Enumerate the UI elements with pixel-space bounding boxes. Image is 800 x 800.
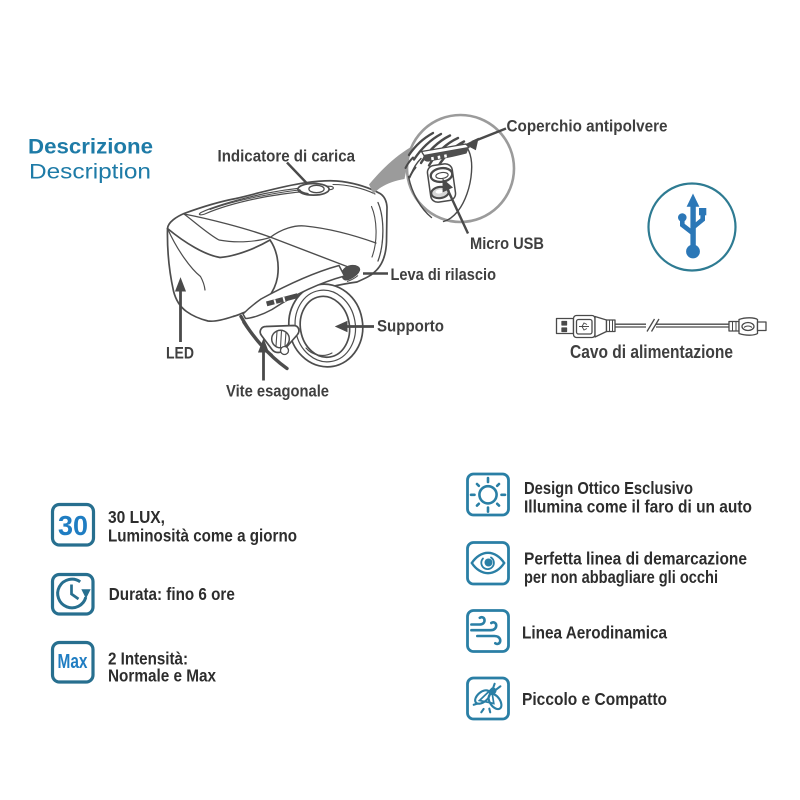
svg-text:Normale e Max: Normale e Max — [108, 666, 216, 686]
svg-text:Max: Max — [58, 651, 88, 673]
svg-text:30: 30 — [58, 510, 88, 541]
svg-text:Cavo di alimentazione: Cavo di alimentazione — [570, 342, 733, 362]
svg-text:per non abbagliare gli occhi: per non abbagliare gli occhi — [524, 567, 718, 587]
svg-text:2 Intensità:: 2 Intensità: — [108, 649, 188, 669]
svg-text:Design Ottico Esclusivo: Design Ottico Esclusivo — [524, 478, 693, 498]
svg-text:Luminosità come a giorno: Luminosità come a giorno — [108, 526, 297, 546]
svg-text:Description: Description — [29, 160, 151, 184]
svg-text:Coperchio antipolvere: Coperchio antipolvere — [507, 117, 668, 136]
svg-text:Perfetta linea di demarcazione: Perfetta linea di demarcazione — [524, 549, 747, 569]
svg-text:Supporto: Supporto — [377, 317, 444, 336]
svg-text:Vite esagonale: Vite esagonale — [226, 382, 329, 401]
svg-text:Linea Aerodinamica: Linea Aerodinamica — [522, 623, 667, 643]
svg-text:Piccolo e Compatto: Piccolo e Compatto — [522, 689, 667, 709]
svg-text:LED: LED — [166, 344, 194, 363]
svg-text:30 LUX,: 30 LUX, — [108, 507, 165, 527]
svg-text:Indicatore di carica: Indicatore di carica — [218, 147, 356, 166]
svg-text:Durata: fino 6 ore: Durata: fino 6 ore — [109, 584, 235, 604]
svg-text:Illumina come il faro di un au: Illumina come il faro di un auto — [524, 497, 752, 517]
svg-text:Descrizione: Descrizione — [28, 136, 153, 159]
svg-text:Micro USB: Micro USB — [470, 234, 544, 253]
svg-text:Leva di rilascio: Leva di rilascio — [391, 265, 497, 284]
